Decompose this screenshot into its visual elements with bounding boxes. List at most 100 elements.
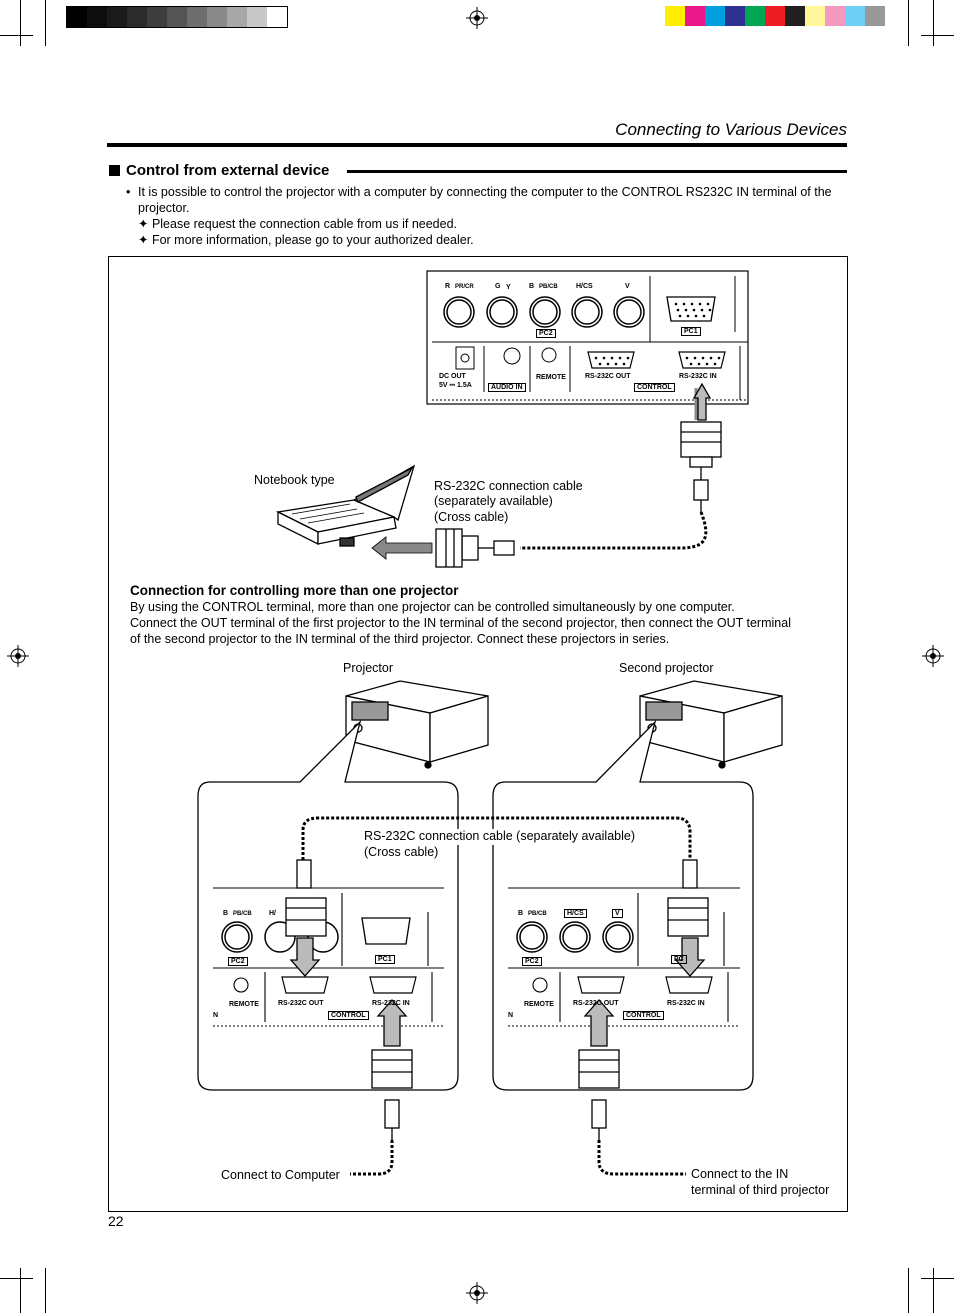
- p1-label-pc1: PC1: [375, 955, 395, 964]
- intro-note-1: ✦ Please request the connection cable fr…: [138, 217, 458, 231]
- color-swatch-1: [685, 6, 705, 26]
- section-rule: [347, 170, 847, 173]
- label-prcr: PR/CR: [455, 284, 474, 290]
- label-pbcb: PB/CB: [539, 284, 558, 290]
- color-swatch-9: [845, 6, 865, 26]
- color-swatch-2: [705, 6, 725, 26]
- gray-swatch-5: [167, 7, 187, 27]
- gray-swatch-10: [267, 7, 287, 27]
- multi-cable-label-2: (Cross cable): [364, 845, 439, 859]
- intro-note-2: ✦ For more information, please go to you…: [138, 233, 474, 247]
- gray-swatch-8: [227, 7, 247, 27]
- label-remote: REMOTE: [536, 374, 566, 381]
- p2-label-rs-in: RS-232C IN: [667, 1000, 705, 1007]
- diagram-box: [108, 256, 848, 1212]
- cable-label-3: (Cross cable): [434, 510, 509, 524]
- bullet-dot: •: [126, 185, 131, 199]
- p2-label-pc: PC: [671, 955, 687, 964]
- multi-para-3: of the second projector to the IN termin…: [130, 632, 670, 646]
- callout-2: [492, 719, 754, 1091]
- gray-swatch-7: [207, 7, 227, 27]
- gray-swatch-6: [187, 7, 207, 27]
- color-swatch-8: [825, 6, 845, 26]
- p1-label-control: CONTROL: [328, 1011, 369, 1020]
- p2-label-v: V: [612, 909, 623, 918]
- gray-swatch-9: [247, 7, 267, 27]
- label-pc2: PC2: [536, 329, 556, 338]
- p2-label-hcs: H/CS: [564, 909, 587, 918]
- cable-connector-1: [680, 382, 722, 512]
- section-title: Control from external device: [109, 162, 329, 179]
- notebook-label: Notebook type: [254, 473, 335, 487]
- gray-swatch-4: [147, 7, 167, 27]
- label-pc1: PC1: [681, 327, 701, 336]
- label-g: G: [495, 283, 501, 290]
- color-swatch-5: [765, 6, 785, 26]
- header-rule: [107, 143, 847, 147]
- p2-label-control: CONTROL: [623, 1011, 664, 1020]
- multi-para-2: Connect the OUT terminal of the first pr…: [130, 616, 791, 630]
- color-swatch-6: [785, 6, 805, 26]
- label-control: CONTROL: [634, 383, 675, 392]
- intro-bullet-cont: projector.: [138, 201, 190, 215]
- intro-bullet: It is possible to control the projector …: [138, 185, 832, 199]
- p2-label-rs-out: RS-232C OUT: [573, 1000, 619, 1007]
- connect-third-label-1: Connect to the IN: [691, 1167, 789, 1181]
- p1-label-rs-in: RS-232C IN: [372, 1000, 410, 1007]
- label-rs-out: RS-232C OUT: [585, 373, 631, 380]
- p1-label-h: H/: [269, 910, 276, 917]
- label-v: V: [625, 283, 630, 290]
- cable-label-1: RS-232C connection cable: [434, 479, 583, 493]
- label-dc-spec: 5V ⎓ 1.5A: [439, 382, 472, 389]
- registration-color-bar: [665, 6, 885, 26]
- section-title-text: Control from external device: [126, 162, 330, 179]
- p1-label-b: B: [223, 910, 229, 917]
- registration-grayscale-bar: [66, 6, 288, 28]
- connect-third-label-2: terminal of third projector: [691, 1183, 830, 1197]
- page-header-title: Connecting to Various Devices: [615, 120, 847, 139]
- label-rs-in: RS-232C IN: [679, 373, 717, 380]
- p1-label-pc2: PC2: [228, 957, 248, 966]
- callout-1: [197, 719, 459, 1091]
- p2-label-b: B: [518, 910, 524, 917]
- second-projector-label: Second projector: [619, 661, 714, 675]
- label-audio-in: AUDIO IN: [488, 383, 526, 392]
- gray-swatch-0: [67, 7, 87, 27]
- rear-panel-1: [426, 270, 749, 405]
- label-r: R: [445, 283, 451, 290]
- color-swatch-7: [805, 6, 825, 26]
- p2-label-n: N: [508, 1012, 514, 1019]
- page-number: 22: [108, 1213, 124, 1229]
- gray-swatch-1: [87, 7, 107, 27]
- projector-label: Projector: [343, 661, 394, 675]
- p2-label-pc2: PC2: [522, 957, 542, 966]
- label-b: B: [529, 283, 535, 290]
- connect-computer-label: Connect to Computer: [221, 1168, 340, 1182]
- color-swatch-0: [665, 6, 685, 26]
- gray-swatch-3: [127, 7, 147, 27]
- projector-2-icon: [639, 680, 783, 769]
- gray-swatch-2: [107, 7, 127, 27]
- p2-label-pbcb: PB/CB: [528, 911, 547, 917]
- cable-label-2: (separately available): [434, 494, 553, 508]
- label-dc-out: DC OUT: [439, 373, 466, 380]
- p1-label-rs-out: RS-232C OUT: [278, 1000, 324, 1007]
- multi-heading: Connection for controlling more than one…: [130, 583, 459, 598]
- color-swatch-10: [865, 6, 885, 26]
- multi-cable-label-1: RS-232C connection cable (separately ava…: [364, 829, 635, 845]
- notebook-icon: [275, 464, 416, 547]
- p1-label-n: N: [213, 1012, 219, 1019]
- label-y: Y: [506, 284, 511, 291]
- label-hcs: H/CS: [576, 283, 593, 290]
- p1-label-remote: REMOTE: [229, 1001, 259, 1008]
- multi-para-1: By using the CONTROL terminal, more than…: [130, 600, 735, 614]
- square-bullet-icon: [109, 165, 120, 176]
- projector-1-icon: [345, 680, 489, 769]
- p2-label-remote: REMOTE: [524, 1001, 554, 1008]
- cable-end-left: [435, 528, 515, 568]
- color-swatch-3: [725, 6, 745, 26]
- p1-label-pbcb: PB/CB: [233, 911, 252, 917]
